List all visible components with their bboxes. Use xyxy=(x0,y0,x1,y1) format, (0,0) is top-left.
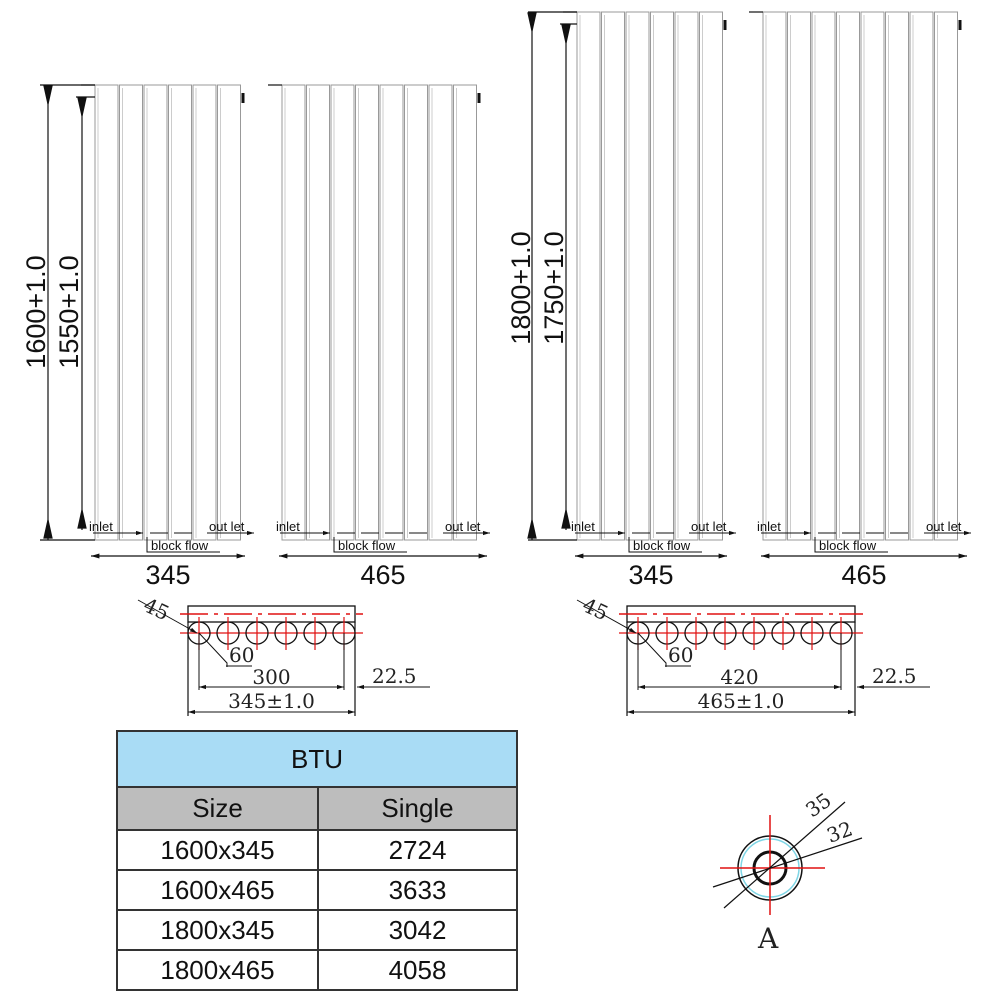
size-header: Size xyxy=(116,786,319,831)
block-flow-label: block flow xyxy=(151,538,209,553)
angle-label: 45 xyxy=(579,593,612,626)
radiator-panel xyxy=(306,84,330,541)
radiator-panel xyxy=(428,84,453,541)
width-label: 465 xyxy=(841,560,886,590)
radiator-panel xyxy=(885,11,909,541)
radiator-front-view: inlet out let block flow 465 xyxy=(268,84,490,590)
pitch-label: 60 xyxy=(229,643,254,667)
btu-title: BTU xyxy=(116,730,518,788)
height-dimension-1600 xyxy=(40,84,95,541)
inlet-label: inlet xyxy=(89,519,113,534)
height-label-1800: 1800+1.0 xyxy=(506,231,536,344)
radiator-panel xyxy=(650,11,674,541)
btu-cell: 2724 xyxy=(317,829,518,871)
btu-cell: 4058 xyxy=(317,949,518,991)
radiator-front-view: inlet out let block flow 465 xyxy=(749,11,971,590)
radiator-panel xyxy=(860,11,885,541)
radiator-panel xyxy=(787,11,811,541)
inlet-label: inlet xyxy=(757,519,781,534)
radiator-panel xyxy=(934,11,958,541)
radiator-panel xyxy=(355,84,379,541)
detail-a-label: A xyxy=(757,922,779,955)
radiator-panel xyxy=(811,11,836,541)
block-flow-label: block flow xyxy=(819,538,877,553)
radiator-panel xyxy=(909,11,934,541)
pitch-label: 60 xyxy=(668,643,693,667)
total-width-label: 465±1.0 xyxy=(698,689,785,713)
size-cell: 1600x465 xyxy=(116,869,319,911)
inner-diameter-label: 32 xyxy=(824,816,856,847)
radiator-panel xyxy=(330,84,355,541)
size-cell: 1600x345 xyxy=(116,829,319,871)
radiator-panel xyxy=(404,84,428,541)
outer-diameter-label: 35 xyxy=(801,788,836,822)
centers-label: 420 xyxy=(720,665,758,689)
centers-label: 300 xyxy=(252,665,290,689)
radiator-panel xyxy=(453,84,477,541)
radiator-panel xyxy=(674,11,699,541)
inner-height-label-1750: 1750+1.0 xyxy=(539,231,569,344)
radiator-panel xyxy=(281,84,306,541)
radiator-panel xyxy=(168,84,192,541)
radiator-panel xyxy=(94,84,119,541)
radiator-panel xyxy=(576,11,601,541)
radiator-panel xyxy=(143,84,168,541)
top-view-465: 45 60 420 22.5 465±1.0 xyxy=(576,593,930,716)
height-dimension-1800 xyxy=(527,11,577,541)
total-width-label: 345±1.0 xyxy=(228,689,315,713)
radiator-panel xyxy=(192,84,217,541)
outlet-label: out let xyxy=(926,519,962,534)
size-cell: 1800x345 xyxy=(116,909,319,951)
size-cell: 1800x465 xyxy=(116,949,319,991)
width-label: 345 xyxy=(628,560,673,590)
pipe-detail-a xyxy=(712,801,863,915)
offset-label: 22.5 xyxy=(872,664,917,688)
radiator-panel xyxy=(699,11,723,541)
inner-height-label-1550: 1550+1.0 xyxy=(54,255,84,368)
width-label: 345 xyxy=(145,560,190,590)
radiator-panel xyxy=(217,84,241,541)
radiator-panel xyxy=(762,11,787,541)
block-flow-label: block flow xyxy=(338,538,396,553)
radiator-panel xyxy=(625,11,650,541)
radiator-panel xyxy=(119,84,143,541)
btu-cell: 3042 xyxy=(317,909,518,951)
btu-cell: 3633 xyxy=(317,869,518,911)
block-flow-label: block flow xyxy=(633,538,691,553)
outlet-label: out let xyxy=(209,519,245,534)
offset-label: 22.5 xyxy=(372,664,417,688)
outlet-label: out let xyxy=(445,519,481,534)
radiator-panel xyxy=(379,84,404,541)
radiator-panel xyxy=(601,11,625,541)
height-label-1600: 1600+1.0 xyxy=(21,255,51,368)
inlet-label: inlet xyxy=(571,519,595,534)
radiator-panel xyxy=(836,11,860,541)
angle-label: 45 xyxy=(140,593,173,626)
single-header: Single xyxy=(317,786,518,831)
width-label: 465 xyxy=(360,560,405,590)
inlet-label: inlet xyxy=(276,519,300,534)
outlet-label: out let xyxy=(691,519,727,534)
